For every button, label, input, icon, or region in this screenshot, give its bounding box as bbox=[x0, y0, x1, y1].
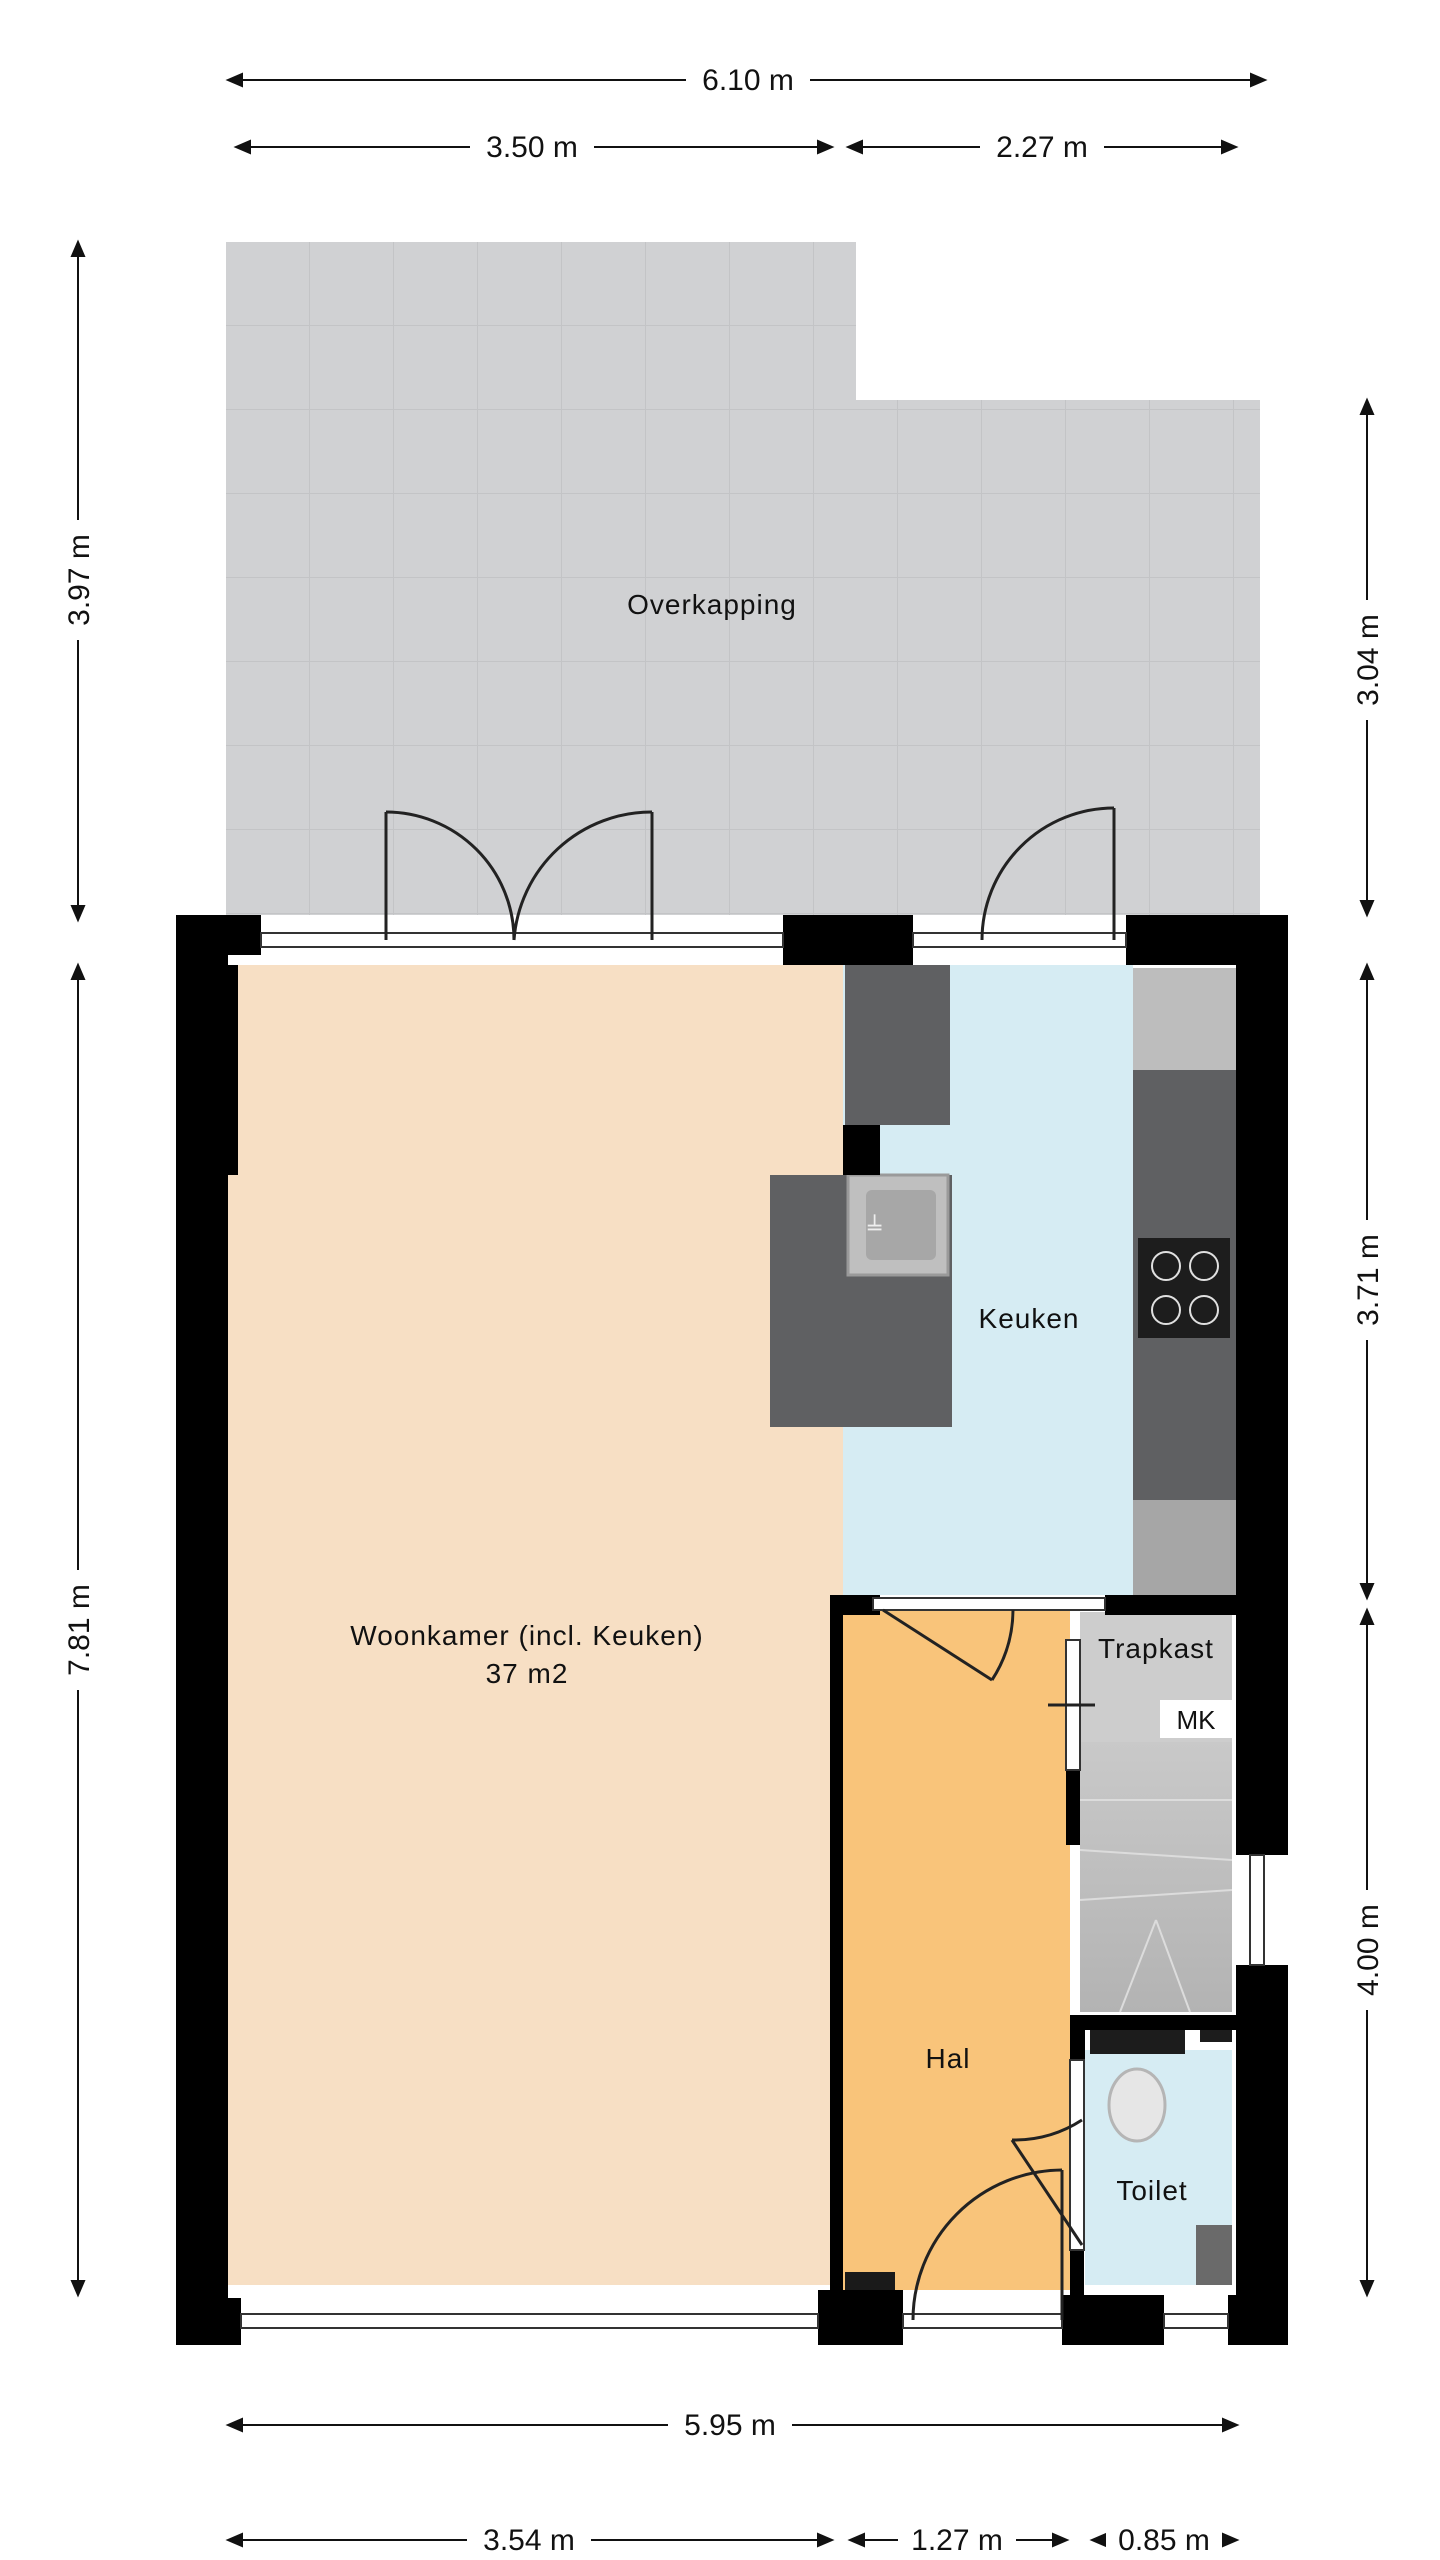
cooktop-icon bbox=[1138, 1238, 1230, 1338]
dim-top-total: 6.10 m bbox=[702, 64, 794, 97]
dim-right-upper: 3.04 m bbox=[1352, 614, 1385, 706]
sink-tap-icon: ╧ bbox=[867, 1214, 882, 1241]
dim-bottom-right: 0.85 m bbox=[1118, 2524, 1210, 2557]
label-mk: MK bbox=[1177, 1705, 1217, 1735]
door-stop bbox=[845, 2272, 895, 2290]
dim-top-left: 3.50 m bbox=[486, 131, 578, 164]
toilet-cistern-cap bbox=[1200, 2030, 1232, 2042]
label-hal: Hal bbox=[925, 2043, 970, 2074]
label-woonkamer: Woonkamer (incl. Keuken) bbox=[350, 1620, 703, 1651]
label-keuken: Keuken bbox=[979, 1303, 1080, 1334]
label-toilet: Toilet bbox=[1116, 2175, 1187, 2206]
counter-bottom-light bbox=[1133, 1500, 1236, 1595]
dim-left-lower: 7.81 m bbox=[63, 1584, 96, 1676]
label-overkapping: Overkapping bbox=[627, 589, 797, 620]
dim-top-right: 2.27 m bbox=[996, 131, 1088, 164]
toilet-cistern bbox=[1090, 2030, 1185, 2054]
dim-right-lower: 4.00 m bbox=[1352, 1904, 1385, 1996]
dim-left-upper: 3.97 m bbox=[63, 534, 96, 626]
woonkamer-floor bbox=[226, 965, 843, 2285]
label-woonkamer-area: 37 m2 bbox=[486, 1658, 569, 1689]
toilet-sink-icon bbox=[1196, 2225, 1232, 2285]
dim-bottom-mid: 1.27 m bbox=[911, 2524, 1003, 2557]
overkapping-area bbox=[226, 242, 1260, 915]
label-trapkast: Trapkast bbox=[1098, 1633, 1214, 1664]
stair-treads bbox=[1079, 1799, 1233, 2013]
kitchen-counter-left bbox=[845, 965, 950, 1125]
dim-right-mid: 3.71 m bbox=[1352, 1234, 1385, 1326]
door-swings bbox=[384, 806, 1116, 2321]
dim-bottom-total: 5.95 m bbox=[684, 2409, 776, 2442]
sink-basin bbox=[866, 1190, 936, 1260]
dim-bottom-left: 3.54 m bbox=[483, 2524, 575, 2557]
counter-top-light bbox=[1133, 968, 1236, 1070]
walls bbox=[176, 915, 1288, 2345]
toilet-bowl-icon bbox=[1107, 2067, 1167, 2143]
mk-badge bbox=[1160, 1700, 1232, 1738]
hal-floor bbox=[843, 1610, 1070, 2290]
staircase bbox=[1080, 1742, 1232, 2012]
